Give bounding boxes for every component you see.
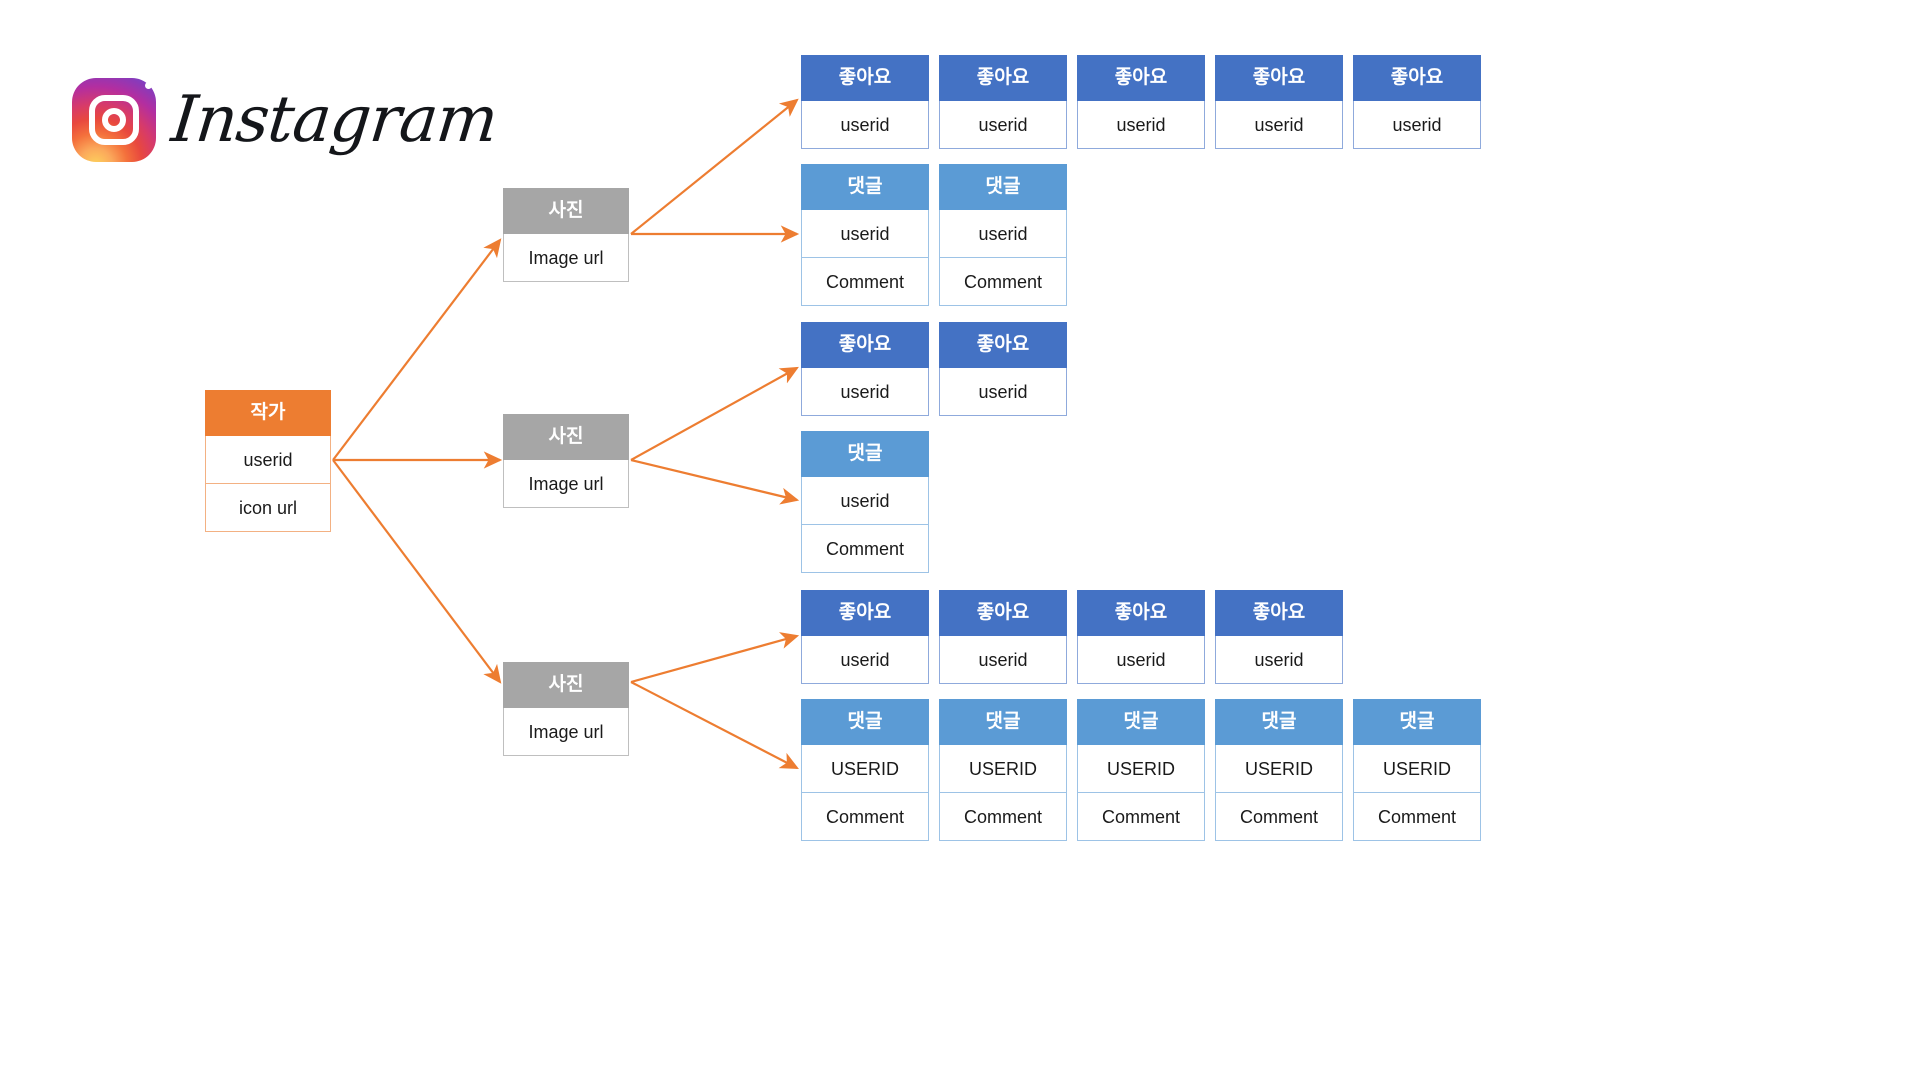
node-comment-3-1-text: Comment (801, 793, 929, 841)
node-comment-3-5-text: Comment (1353, 793, 1481, 841)
node-like-3-3-header: 좋아요 (1077, 590, 1205, 636)
node-like-3-4-userid: userid (1215, 636, 1343, 684)
node-like-3-1-userid: userid (801, 636, 929, 684)
node-comment-2-1-userid: userid (801, 477, 929, 525)
node-photo-2-header: 사진 (503, 414, 629, 460)
node-photo-3-image-url: Image url (503, 708, 629, 756)
instagram-logo: Instagram (72, 78, 501, 162)
node-comment-3-4-header: 댓글 (1215, 699, 1343, 745)
node-comment-3-3-header: 댓글 (1077, 699, 1205, 745)
node-like-1-1[interactable]: 좋아요 userid (801, 55, 929, 149)
node-like-3-3[interactable]: 좋아요 userid (1077, 590, 1205, 684)
node-comment-1-1-header: 댓글 (801, 164, 929, 210)
node-like-2-2[interactable]: 좋아요 userid (939, 322, 1067, 416)
node-like-1-3-userid: userid (1077, 101, 1205, 149)
node-author-icon-url: icon url (205, 484, 331, 532)
node-comment-3-1-header: 댓글 (801, 699, 929, 745)
node-comment-3-2-header: 댓글 (939, 699, 1067, 745)
node-like-2-2-userid: userid (939, 368, 1067, 416)
node-like-1-4-userid: userid (1215, 101, 1343, 149)
node-comment-2-1-header: 댓글 (801, 431, 929, 477)
node-author-userid: userid (205, 436, 331, 484)
node-like-1-1-userid: userid (801, 101, 929, 149)
node-like-2-1-header: 좋아요 (801, 322, 929, 368)
node-comment-1-2-text: Comment (939, 258, 1067, 306)
node-comment-3-3-userid: USERID (1077, 745, 1205, 793)
node-author[interactable]: 작가 userid icon url (205, 390, 331, 532)
node-author-header: 작가 (205, 390, 331, 436)
node-comment-3-3[interactable]: 댓글 USERID Comment (1077, 699, 1205, 841)
node-like-1-5-userid: userid (1353, 101, 1481, 149)
node-comment-3-5-header: 댓글 (1353, 699, 1481, 745)
node-like-2-1[interactable]: 좋아요 userid (801, 322, 929, 416)
node-like-3-1-header: 좋아요 (801, 590, 929, 636)
node-photo-1-image-url: Image url (503, 234, 629, 282)
node-photo-1[interactable]: 사진 Image url (503, 188, 629, 282)
node-like-3-4[interactable]: 좋아요 userid (1215, 590, 1343, 684)
node-like-1-2[interactable]: 좋아요 userid (939, 55, 1067, 149)
node-like-1-2-userid: userid (939, 101, 1067, 149)
node-comment-1-2-userid: userid (939, 210, 1067, 258)
node-photo-2-image-url: Image url (503, 460, 629, 508)
node-like-3-1[interactable]: 좋아요 userid (801, 590, 929, 684)
node-like-1-3[interactable]: 좋아요 userid (1077, 55, 1205, 149)
node-like-3-3-userid: userid (1077, 636, 1205, 684)
node-comment-1-1[interactable]: 댓글 userid Comment (801, 164, 929, 306)
node-like-1-2-header: 좋아요 (939, 55, 1067, 101)
node-like-1-3-header: 좋아요 (1077, 55, 1205, 101)
node-like-3-2[interactable]: 좋아요 userid (939, 590, 1067, 684)
node-comment-3-3-text: Comment (1077, 793, 1205, 841)
node-comment-3-2-userid: USERID (939, 745, 1067, 793)
node-photo-1-header: 사진 (503, 188, 629, 234)
node-like-3-2-userid: userid (939, 636, 1067, 684)
node-comment-3-5-userid: USERID (1353, 745, 1481, 793)
node-like-2-2-header: 좋아요 (939, 322, 1067, 368)
instagram-camera-icon (72, 78, 156, 162)
node-comment-1-1-text: Comment (801, 258, 929, 306)
node-comment-3-4-userid: USERID (1215, 745, 1343, 793)
node-comment-3-4-text: Comment (1215, 793, 1343, 841)
node-photo-3[interactable]: 사진 Image url (503, 662, 629, 756)
node-comment-3-5[interactable]: 댓글 USERID Comment (1353, 699, 1481, 841)
node-like-3-2-header: 좋아요 (939, 590, 1067, 636)
node-like-1-5-header: 좋아요 (1353, 55, 1481, 101)
node-comment-1-2[interactable]: 댓글 userid Comment (939, 164, 1067, 306)
node-comment-2-1-text: Comment (801, 525, 929, 573)
instagram-wordmark: Instagram (168, 83, 501, 157)
node-like-3-4-header: 좋아요 (1215, 590, 1343, 636)
node-comment-3-2-text: Comment (939, 793, 1067, 841)
node-like-1-4-header: 좋아요 (1215, 55, 1343, 101)
node-photo-3-header: 사진 (503, 662, 629, 708)
node-comment-3-4[interactable]: 댓글 USERID Comment (1215, 699, 1343, 841)
node-photo-2[interactable]: 사진 Image url (503, 414, 629, 508)
node-like-1-5[interactable]: 좋아요 userid (1353, 55, 1481, 149)
node-comment-1-1-userid: userid (801, 210, 929, 258)
node-comment-3-1[interactable]: 댓글 USERID Comment (801, 699, 929, 841)
node-comment-1-2-header: 댓글 (939, 164, 1067, 210)
node-comment-3-2[interactable]: 댓글 USERID Comment (939, 699, 1067, 841)
node-like-1-1-header: 좋아요 (801, 55, 929, 101)
node-like-1-4[interactable]: 좋아요 userid (1215, 55, 1343, 149)
node-comment-3-1-userid: USERID (801, 745, 929, 793)
node-comment-2-1[interactable]: 댓글 userid Comment (801, 431, 929, 573)
node-like-2-1-userid: userid (801, 368, 929, 416)
